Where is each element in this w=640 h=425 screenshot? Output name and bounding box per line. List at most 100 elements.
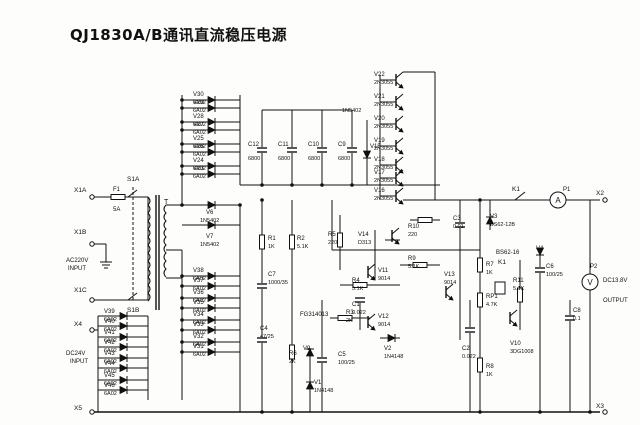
capacitor-c6 [534, 267, 546, 273]
junction-dot [260, 183, 264, 187]
component-value: 3DG1008 [510, 349, 534, 355]
voltmeter-symbol: V [587, 278, 593, 287]
component-ref: V10 [510, 341, 521, 347]
diode-ref: V27 [193, 122, 204, 128]
terminal-label-x2: X2 [596, 190, 604, 197]
terminal-x1a [89, 194, 95, 200]
component-ref: V2 [384, 346, 392, 352]
diode-value: 6A02 [104, 327, 117, 333]
resistor-r10 [417, 217, 433, 223]
rectifier-diode-upper [207, 95, 216, 105]
transistor-value: 2N3055 [374, 102, 393, 108]
junction-dot [180, 328, 184, 332]
rectifier-diode-lower [207, 293, 216, 303]
transistor-v13 [445, 283, 454, 301]
diode-ref: V44 [104, 361, 115, 367]
diode-ref: V46 [104, 383, 115, 389]
component-ref: C2 [462, 346, 470, 352]
led-v1 [305, 381, 315, 390]
component-value: 4.7K [486, 302, 498, 308]
diode-ref: V30 [193, 92, 204, 98]
diode-value: 6A02 [193, 100, 206, 106]
component-value: 5.1K [513, 286, 525, 292]
component-ref: V9 [303, 346, 311, 352]
power-transistor-2n3055 [395, 169, 404, 187]
meter-ref-p1: P1 [563, 187, 571, 193]
diode-value: 6A02 [104, 338, 117, 344]
fuse-value: 5A [113, 207, 120, 213]
ammeter-p1 [549, 191, 567, 209]
transistor-v12 [367, 313, 376, 331]
transistor-v11 [367, 263, 376, 281]
component-ref: R6 [289, 351, 297, 357]
output-label-voltage: DC13.8V [603, 278, 627, 284]
power-transistor-2n3055 [395, 137, 404, 155]
resistor-r3 [337, 315, 353, 321]
diode-ref: V7 [206, 234, 214, 240]
component-value: D313 [358, 240, 371, 246]
component-value: 5.1K [408, 264, 420, 270]
terminal-x5 [89, 409, 95, 415]
component-value: 9014 [378, 322, 390, 328]
component-value: 1N4148 [384, 354, 403, 360]
junction-dot [238, 203, 242, 207]
resistor-r8 [477, 357, 483, 373]
junction-dot [350, 183, 354, 187]
component-value: 9014 [378, 276, 390, 282]
relay-contact-label: K1 [512, 186, 520, 193]
diode-value: 6A02 [193, 144, 206, 150]
junction-dot [180, 274, 184, 278]
diode-value: 6A02 [193, 152, 206, 158]
junction-dot [180, 203, 184, 207]
transistor-value: 2N3055 [374, 146, 393, 152]
component-value: 5.1K [352, 286, 364, 292]
junction-dot [180, 106, 184, 110]
output-label-output: OUTPUT [603, 298, 628, 304]
diode-ref: V37 [193, 278, 204, 284]
component-ref: R4 [352, 278, 360, 284]
diode-value: 6A02 [193, 320, 206, 326]
diode-value: 1N5402 [200, 242, 219, 248]
rectifier-diode-upper [207, 117, 216, 127]
dc-input-diode [119, 353, 128, 363]
component-value: BS62-12B [490, 222, 515, 228]
transistor-ref: V18 [374, 157, 385, 163]
transformer-secondary [163, 204, 167, 278]
switch-label-s1b: S1B [127, 307, 139, 314]
resistor-r2 [289, 234, 295, 250]
rectifier-diode-upper [207, 147, 216, 157]
ammeter-symbol: A [555, 196, 561, 205]
component-value: 220 [328, 240, 337, 246]
component-value: 0.01 [453, 224, 464, 230]
component-value: 1K [268, 244, 275, 250]
junction-dot [180, 150, 184, 154]
rectifier-diode-lower [207, 315, 216, 325]
diode-ref: V28 [193, 114, 204, 120]
component-ref: R10 [408, 224, 420, 230]
filter-capacitor [316, 147, 328, 153]
junction-dot [320, 183, 324, 187]
junction-dot [478, 410, 482, 414]
diode-value: 6A02 [104, 369, 117, 375]
zener-v3 [485, 216, 495, 225]
rectifier-diode-lower [207, 347, 216, 357]
fuse-f1 [110, 194, 126, 200]
diode-value: 6A02 [193, 286, 206, 292]
diode-ref: V45 [104, 373, 115, 379]
diode-ref: V38 [193, 268, 204, 274]
diode-value: 6A02 [104, 381, 117, 387]
input-label-dc: DC24V [66, 351, 85, 357]
junction-dot [538, 410, 542, 414]
zener-v9 [305, 348, 315, 357]
capacitor-value: 6800 [248, 156, 260, 162]
input-label-ac-input: INPUT [68, 266, 86, 272]
relay-coil-label: K1 [498, 259, 506, 266]
diode-value: 6A02 [193, 108, 206, 114]
filter-capacitor [256, 147, 268, 153]
capacitor-value: 6800 [338, 156, 350, 162]
resistor-r7 [477, 257, 483, 273]
junction-dot [290, 183, 294, 187]
diode-ref: V33 [193, 322, 204, 328]
